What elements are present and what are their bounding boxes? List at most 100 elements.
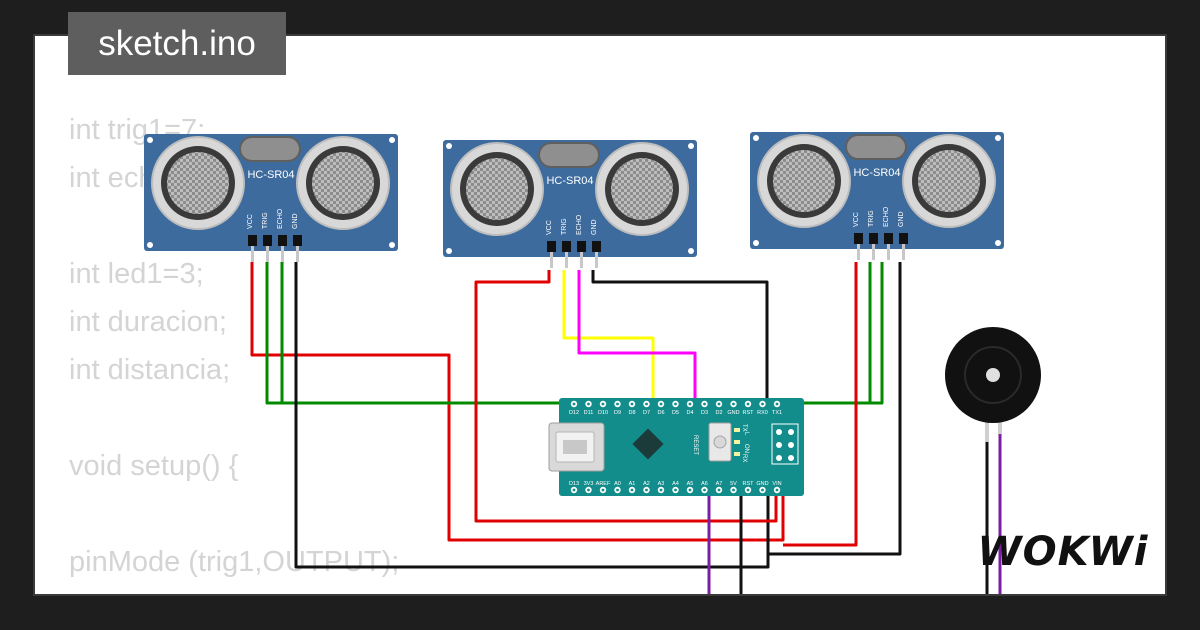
pin-header [577,241,586,252]
arduino-pin-label: D2 [715,410,722,416]
pin-leg[interactable] [266,246,269,262]
arduino-pin-hole [688,402,692,406]
arduino-pin-hole [616,488,619,492]
led-on [734,440,740,444]
pin-header [562,241,571,252]
arduino-pin-label: D10 [598,410,608,416]
pin-leg[interactable] [595,252,598,268]
arduino-pin-hole [674,488,677,492]
arduino-pin-hole [630,488,634,492]
pin-leg[interactable] [251,246,254,262]
pin-leg[interactable] [580,252,583,268]
pin-header [884,233,893,244]
mounting-hole [688,248,694,254]
canvas-card: int trig1=7;int echo1=4;int led1=3;int d… [33,34,1167,596]
arduino-pin-hole [601,488,605,492]
arduino-pin-hole [645,402,648,406]
wokwi-logo: WOKWi [978,529,1149,575]
pin-leg[interactable] [565,252,568,268]
pin-header [592,241,601,252]
arduino-pin-label: A1 [629,481,636,487]
wire-left-gnd [294,262,770,569]
sensor-pin-label: ECHO [883,206,890,227]
arduino-pin-label: GND [756,481,768,487]
mounting-hole [389,137,395,143]
sensor-label: HC-SR04 [853,167,900,179]
arduino-pin-label: A3 [658,481,665,487]
led-l [734,428,740,432]
arduino-pin-label: D12 [569,410,579,416]
code-background: int trig1=7;int echo1=4;int led1=3;int d… [69,106,399,594]
arduino-pin-label: RX0 [757,410,768,416]
arduino-pin-hole [572,402,576,406]
led-tx [734,452,740,456]
crystal [239,136,301,162]
crystal [538,142,600,168]
arduino-pin-hole [703,488,706,492]
reset-label: RESET [692,435,698,455]
mounting-hole [753,135,759,141]
transducer-mesh [167,152,229,214]
sensor-label: HC-SR04 [546,175,593,187]
pin-header [278,235,287,246]
buzzer[interactable] [945,327,1041,442]
wire-mid-echo [577,270,697,404]
arduino-pin-label: A7 [716,481,723,487]
arduino-pin-hole [717,402,721,406]
arduino-pin-hole [645,488,648,492]
pin-leg[interactable] [872,244,875,260]
sensor-pin-label: TRIG [868,210,875,227]
sensor-pin-label: VCC [546,220,553,235]
arduino-pin-hole [732,402,735,406]
sensor-label: HC-SR04 [247,169,294,181]
icsp-pin [788,429,794,435]
code-line: int duracion; [69,306,227,338]
arduino-board [559,398,804,496]
sensor-pin-label: TRIG [262,212,269,229]
pin-leg[interactable] [296,246,299,262]
arduino-pin-label: A0 [614,481,621,487]
file-tab[interactable]: sketch.ino [68,12,286,75]
icsp-pin [776,429,782,435]
led-label-on: ON [743,444,749,453]
pin-header [248,235,257,246]
pin-leg[interactable] [281,246,284,262]
arduino-pin-label: D9 [614,410,621,416]
arduino-pin-hole [746,402,750,406]
arduino-pin-label: A4 [672,481,679,487]
arduino-pin-hole [572,488,576,492]
transducer-mesh [773,150,835,212]
code-line: int distancia; [69,354,231,386]
transducer-mesh [918,150,980,212]
arduino-pin-hole [746,488,750,492]
arduino-pin-hole [775,488,779,492]
transducer-mesh [312,152,374,214]
arduino-pin-label: D4 [686,410,693,416]
pin-leg[interactable] [887,244,890,260]
reset-button[interactable] [708,422,732,462]
arduino-pin-hole [688,488,692,492]
pin-leg[interactable] [902,244,905,260]
buzzer-center [986,368,1000,382]
mounting-hole [995,135,1001,141]
arduino-pin-hole [761,488,764,492]
pin-leg[interactable] [550,252,553,268]
arduino-pin-label: VIN [772,481,781,487]
pin-leg[interactable] [857,244,860,260]
icsp-pin [776,455,782,461]
pin-header [869,233,878,244]
code-line: int led1=3; [69,258,204,290]
wire-right-vcc [783,262,858,547]
arduino-pin-label: A6 [701,481,708,487]
led-label-l: L [743,432,749,436]
wire-left-vcc [250,262,785,542]
transducer-mesh [611,158,673,220]
arduino-pin-label: D3 [701,410,708,416]
buzzer-leg-pos [998,420,1002,434]
